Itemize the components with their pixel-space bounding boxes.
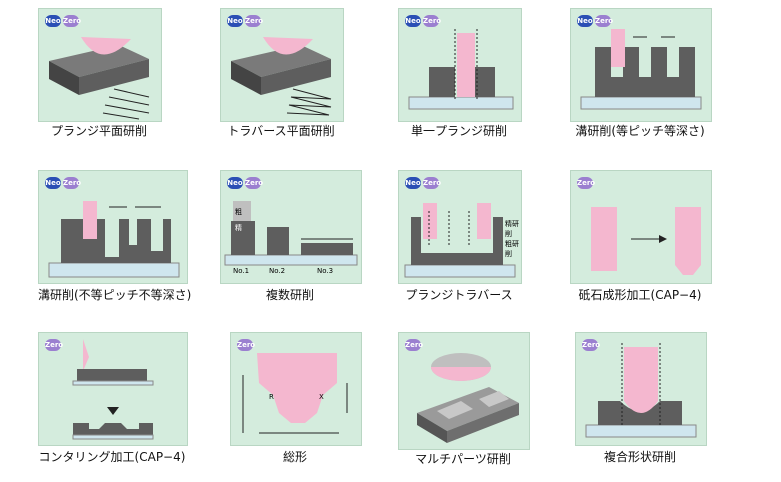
cell-label: プランジ平面研削 — [50, 124, 147, 138]
form-illustration — [242, 353, 348, 434]
diagram-panel: Neo Zero — [398, 8, 522, 122]
wheel-forming-illustration — [591, 207, 701, 275]
cell-label: 溝研削(不等ピッチ不等深さ) — [38, 288, 192, 302]
no3-label: No.3 — [317, 267, 334, 275]
form-x-label: X — [319, 393, 324, 401]
form-r-label: R — [269, 393, 274, 401]
groove-equal-illustration — [580, 29, 702, 110]
plunge-surface-illustration — [49, 37, 150, 120]
cell-label: 複合形状研削 — [603, 450, 676, 464]
no2-label: No.2 — [269, 267, 286, 275]
zero-badge: Zero — [245, 15, 264, 27]
neo-badge: Neo — [577, 15, 593, 27]
cell-label: 溝研削(等ピッチ等深さ) — [575, 124, 705, 138]
neo-badge: Neo — [45, 177, 61, 189]
zero-badge: Zero — [577, 177, 596, 189]
zero-badge: Zero — [237, 339, 256, 351]
contouring-illustration — [72, 339, 154, 440]
diagram-panel: Zero — [575, 332, 707, 446]
neo-badge: Neo — [227, 15, 243, 27]
zero-badge: Zero — [582, 339, 601, 351]
zero-badge: Zero — [63, 177, 82, 189]
cell-label: プランジトラバース — [405, 288, 513, 302]
neo-badge: Neo — [405, 15, 421, 27]
no1-label: No.1 — [233, 267, 250, 275]
diagram-panel: Neo Zero — [38, 170, 188, 284]
zero-badge: Zero — [63, 15, 82, 27]
diagram-panel: Zero R X — [230, 332, 362, 446]
traverse-surface-illustration — [231, 37, 332, 116]
fine-label: 精 — [235, 224, 242, 232]
cell-label: マルチパーツ研削 — [415, 452, 511, 466]
diagram-panel: Neo Zero 精研削 粗研削 — [398, 170, 522, 284]
rough-label: 粗 — [235, 208, 242, 216]
single-plunge-illustration — [408, 29, 514, 110]
cell-label: トラバース平面研削 — [227, 124, 335, 138]
zero-badge: Zero — [595, 15, 614, 27]
groove-unequal-illustration — [48, 201, 180, 278]
zero-badge: Zero — [405, 339, 424, 351]
rough-grinding-label: 粗研削 — [505, 240, 519, 258]
fine-grinding-label: 精研削 — [505, 220, 519, 238]
zero-badge: Zero — [423, 15, 442, 27]
diagram-panel: Neo Zero 粗 精 No.1 No.2 No.3 — [220, 170, 362, 284]
cell-label: 総形 — [282, 450, 307, 464]
diagram-panel: Zero — [38, 332, 188, 446]
composite-shape-illustration — [585, 343, 697, 438]
zero-badge: Zero — [45, 339, 64, 351]
neo-badge: Neo — [227, 177, 243, 189]
zero-badge: Zero — [245, 177, 264, 189]
diagram-panel: Zero — [570, 170, 712, 284]
zero-badge: Zero — [423, 177, 442, 189]
diagram-panel: Neo Zero — [570, 8, 712, 122]
cell-label: 砥石成形加工(CAP−4) — [578, 288, 702, 302]
diagram-panel: Zero — [398, 332, 530, 450]
diagram-panel: Neo Zero — [38, 8, 162, 122]
cell-label: 単一プランジ研削 — [410, 124, 507, 138]
multiple-grinding-illustration — [224, 201, 358, 266]
cell-label: 複数研削 — [265, 288, 314, 302]
plunge-traverse-illustration — [404, 203, 516, 278]
neo-badge: Neo — [405, 177, 421, 189]
neo-badge: Neo — [45, 15, 61, 27]
cell-label: コンタリング加工(CAP−4) — [38, 450, 186, 464]
diagram-panel: Neo Zero — [220, 8, 344, 122]
multi-parts-illustration — [417, 353, 519, 443]
